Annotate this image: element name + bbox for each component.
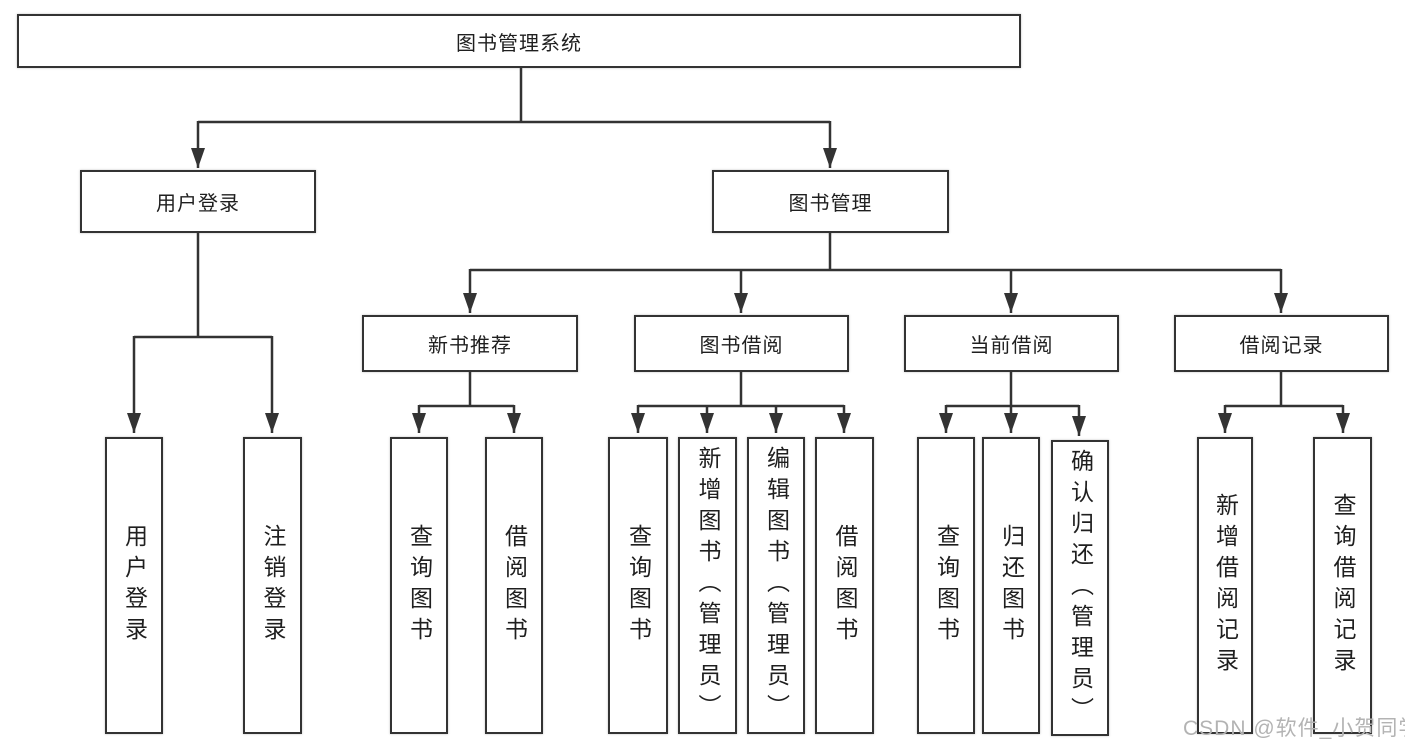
- node-label: 图书借阅: [699, 335, 784, 357]
- edge-book-borrow-trunk: [638, 372, 844, 408]
- node-borrowing-records: 借阅记录: [1174, 315, 1389, 372]
- edge-new-books-trunk: [419, 372, 514, 408]
- node-label: 确认归还（管理员）: [1067, 448, 1094, 728]
- node-leaf-bb-query-books: 查询图书: [608, 437, 668, 734]
- node-label: 图书管理: [788, 193, 873, 215]
- node-leaf-cb-confirm-return-admin: 确认归还（管理员）: [1051, 440, 1109, 736]
- edge-user-login-trunk: [134, 233, 272, 339]
- node-new-book-recommendation: 新书推荐: [362, 315, 578, 372]
- node-leaf-br-query-record: 查询借阅记录: [1313, 437, 1372, 734]
- edge-current-borrow-trunk: [946, 372, 1079, 408]
- node-leaf-bb-borrow-books: 借阅图书: [815, 437, 874, 734]
- node-leaf-bb-add-books-admin: 新增图书（管理员）: [678, 437, 737, 734]
- node-label: 查询图书: [406, 523, 433, 648]
- node-leaf-logout: 注销登录: [243, 437, 302, 734]
- node-label: 图书管理系统: [456, 32, 582, 55]
- node-current-borrowing: 当前借阅: [904, 315, 1119, 372]
- node-leaf-cb-query-books: 查询图书: [917, 437, 975, 734]
- node-leaf-cb-return-books: 归还图书: [982, 437, 1040, 734]
- node-label: 归还图书: [998, 523, 1025, 648]
- node-label: 查询图书: [933, 523, 960, 648]
- node-label: 新书推荐: [428, 335, 512, 357]
- edge-borrow-records-trunk: [1225, 372, 1343, 408]
- node-library-system-root: 图书管理系统: [17, 14, 1021, 68]
- node-leaf-bb-edit-books-admin: 编辑图书（管理员）: [747, 437, 805, 734]
- node-label: 新增图书（管理员）: [695, 446, 721, 725]
- node-label: 新增借阅记录: [1212, 492, 1239, 679]
- node-label: 借阅记录: [1239, 335, 1324, 357]
- node-label: 查询借阅记录: [1330, 492, 1356, 679]
- node-leaf-nb-borrow-books: 借阅图书: [485, 437, 543, 734]
- node-book-borrowing: 图书借阅: [634, 315, 849, 372]
- node-label: 当前借阅: [969, 335, 1054, 357]
- node-leaf-nb-query-books: 查询图书: [390, 437, 448, 734]
- edge-root-trunk: [198, 67, 830, 124]
- node-label: 用户登录: [121, 523, 148, 648]
- node-label: 注销登录: [260, 523, 286, 648]
- node-label: 编辑图书（管理员）: [763, 446, 790, 725]
- node-label: 借阅图书: [501, 523, 528, 648]
- csdn-watermark: CSDN @软件_小贺同学: [1183, 717, 1405, 740]
- node-label: 借阅图书: [832, 523, 858, 648]
- node-label: 查询图书: [625, 523, 652, 648]
- node-user-login-group: 用户登录: [80, 170, 316, 233]
- node-leaf-user-login: 用户登录: [105, 437, 163, 734]
- node-label: 用户登录: [156, 193, 240, 215]
- edge-book-management-trunk: [470, 233, 1281, 272]
- node-book-management: 图书管理: [712, 170, 949, 233]
- node-leaf-br-add-record: 新增借阅记录: [1197, 437, 1253, 734]
